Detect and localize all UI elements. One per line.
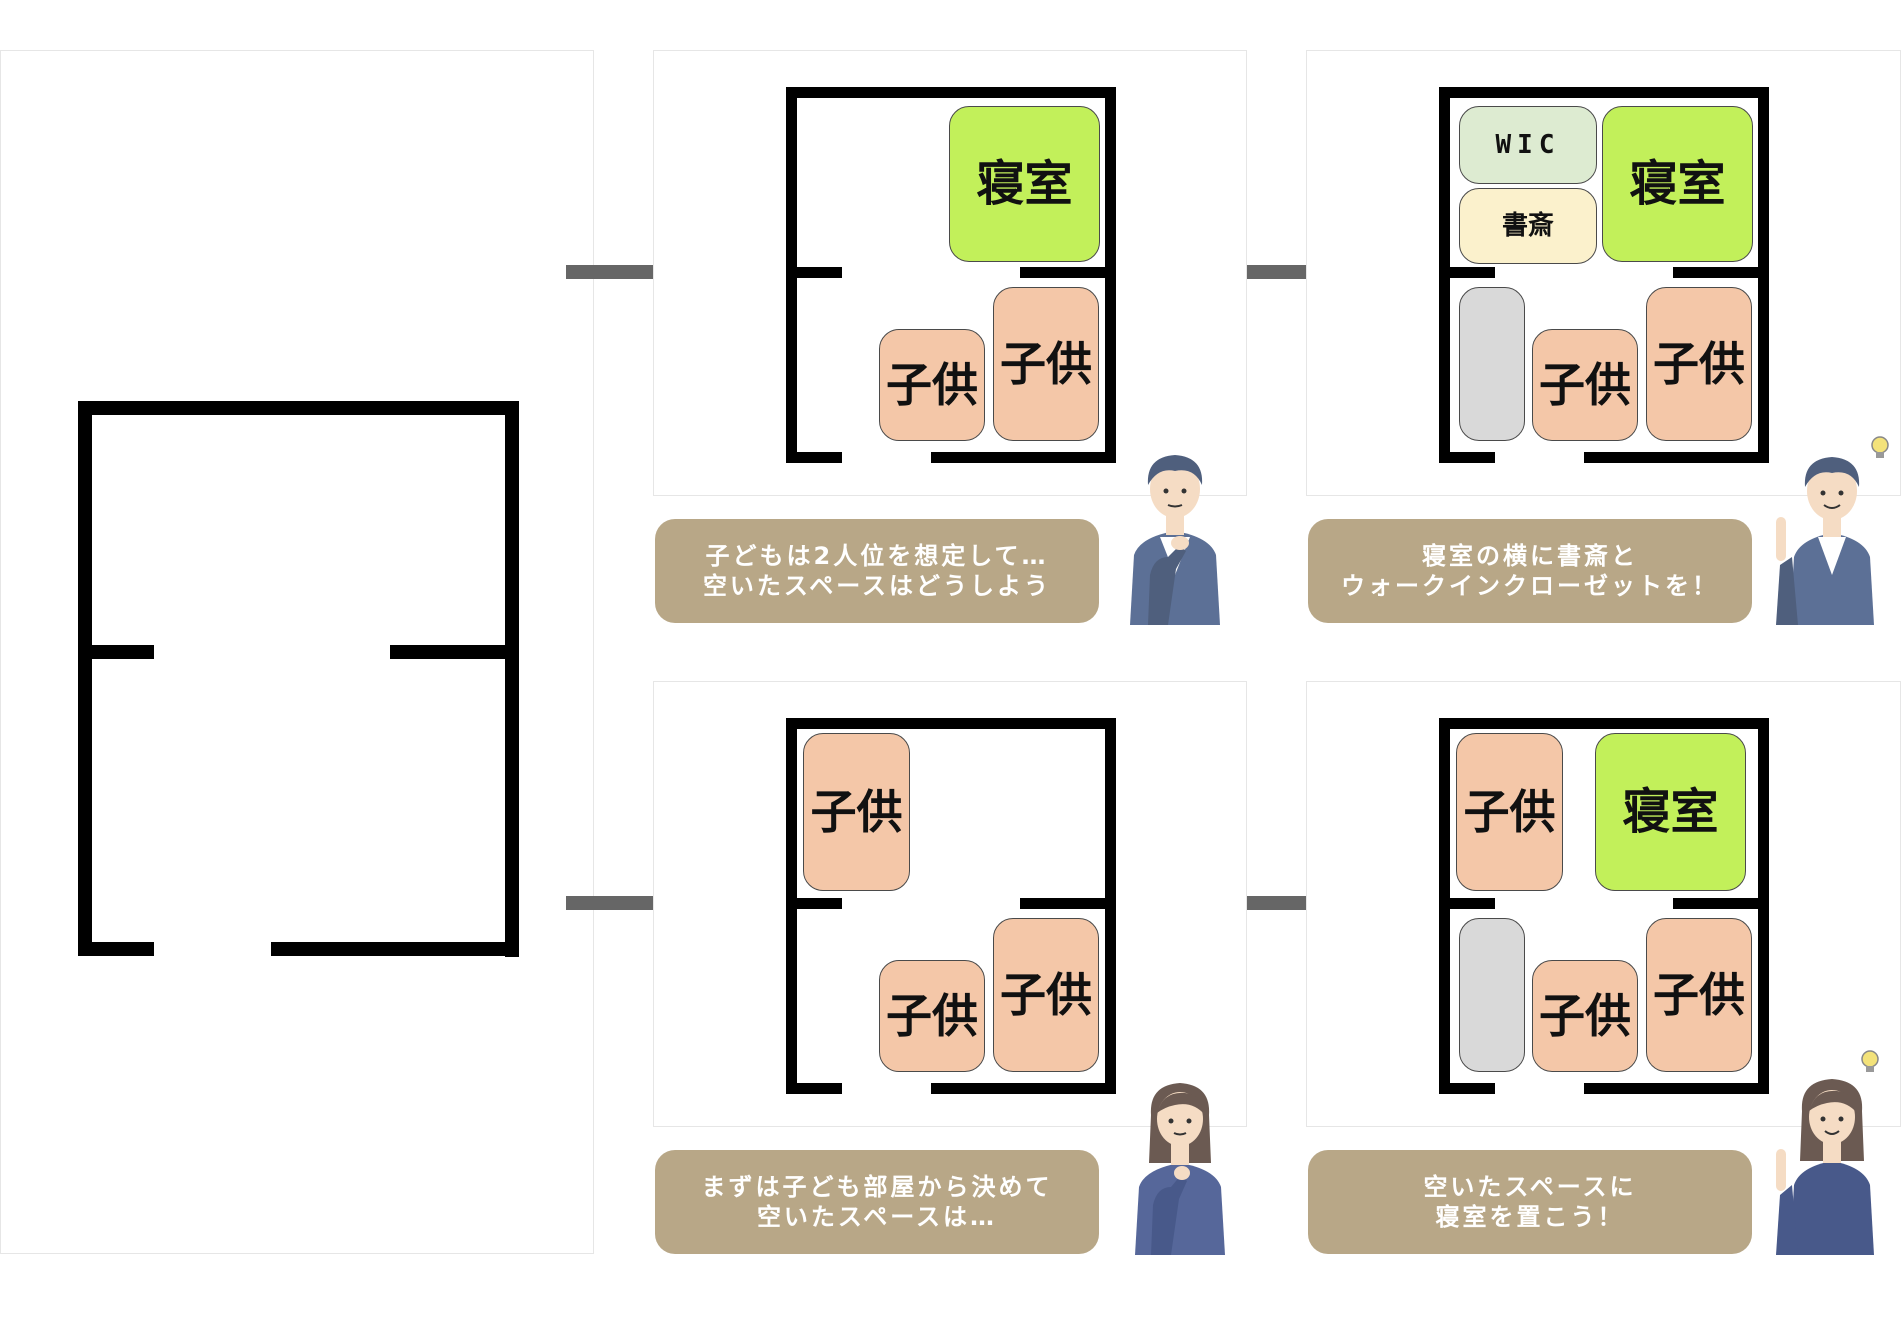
caption-line: 寝室の横に書斎と <box>1422 542 1638 570</box>
caption-bottom-middle: まずは子ども部屋から決めて 空いたスペースは… <box>655 1150 1099 1254</box>
man-thinking-icon <box>1130 455 1220 625</box>
child-room: 子供 <box>803 733 910 891</box>
wall-bottom-right <box>1584 452 1769 463</box>
wall-bottom-right <box>931 452 1116 463</box>
caption-top-right: 寝室の横に書斎と ウォークインクローゼットを！ <box>1308 519 1752 623</box>
wall-top <box>1439 87 1769 98</box>
child-room: 子供 <box>879 960 985 1072</box>
caption-line: まずは子ども部屋から決めて <box>701 1173 1053 1201</box>
wall-left-lower <box>78 697 92 956</box>
child-room: 子供 <box>1456 733 1563 891</box>
child-room: 子供 <box>993 918 1099 1072</box>
child-room: 子供 <box>993 287 1099 441</box>
walk-in-closet-room: WIC <box>1459 106 1597 184</box>
wall-bottom-right <box>1584 1083 1769 1094</box>
wall-bottom-left <box>1439 1083 1495 1094</box>
storage-space <box>1459 918 1525 1072</box>
wall-bottom-right <box>271 942 519 956</box>
bedroom-room: 寝室 <box>1595 733 1746 891</box>
caption-line: ウォークインクローゼットを！ <box>1341 572 1719 600</box>
wall-top <box>1439 718 1769 729</box>
wall-mid-right <box>390 645 519 659</box>
wall-mid-left <box>1439 267 1495 278</box>
caption-line: 空いたスペースはどうしよう <box>702 572 1052 600</box>
child-room: 子供 <box>1646 287 1752 441</box>
man-pointing-idea-icon <box>1776 436 1889 625</box>
plan-top-middle-panel: 寝室 子供 子供 <box>653 50 1247 496</box>
plan-bottom-right-panel: 子供 寝室 子供 子供 <box>1306 681 1901 1127</box>
caption-line: 子どもは2人位を想定して… <box>705 542 1049 570</box>
wall-top <box>78 401 519 415</box>
caption-bottom-right: 空いたスペースに 寝室を置こう！ <box>1308 1150 1752 1254</box>
bedroom-room: 寝室 <box>1602 106 1753 262</box>
wall-mid-left <box>1439 898 1495 909</box>
wall-mid-left <box>78 645 154 659</box>
wall-bottom-left <box>786 1083 842 1094</box>
wall-mid-left <box>786 267 842 278</box>
wall-top <box>786 87 1116 98</box>
wall-bottom-left <box>78 942 154 956</box>
child-room: 子供 <box>879 329 985 441</box>
child-room: 子供 <box>1532 960 1638 1072</box>
wall-bottom-left <box>786 452 842 463</box>
wall-bottom-right <box>931 1083 1116 1094</box>
plan-bottom-middle-panel: 子供 子供 子供 <box>653 681 1247 1127</box>
caption-top-middle: 子どもは2人位を想定して… 空いたスペースはどうしよう <box>655 519 1099 623</box>
wall-right <box>505 401 519 957</box>
wall-mid-right <box>1020 267 1116 278</box>
wall-top <box>786 718 1116 729</box>
plan-top-right-panel: WIC 書斎 寝室 子供 子供 <box>1306 50 1901 496</box>
woman-thinking-icon <box>1135 1083 1225 1255</box>
wall-left-upper <box>78 401 92 711</box>
caption-line: 空いたスペースに <box>1423 1173 1637 1201</box>
wall-mid-right <box>1673 898 1769 909</box>
study-room: 書斎 <box>1459 188 1597 264</box>
storage-space <box>1459 287 1525 441</box>
wall-mid-right <box>1673 267 1769 278</box>
woman-pointing-idea-icon <box>1776 1050 1879 1255</box>
wall-mid-right <box>1020 898 1116 909</box>
child-room: 子供 <box>1646 918 1752 1072</box>
caption-line: 空いたスペースは… <box>756 1203 998 1231</box>
empty-floorplan-panel <box>0 50 594 1254</box>
caption-line: 寝室を置こう！ <box>1435 1203 1625 1231</box>
bedroom-room: 寝室 <box>949 106 1100 262</box>
wall-mid-left <box>786 898 842 909</box>
child-room: 子供 <box>1532 329 1638 441</box>
wall-bottom-left <box>1439 452 1495 463</box>
